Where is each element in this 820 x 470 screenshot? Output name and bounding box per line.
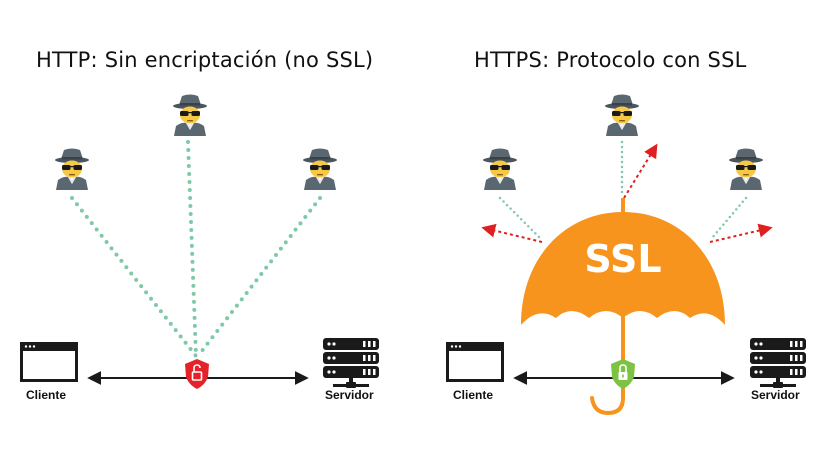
https-panel: SSL — [446, 94, 806, 416]
http-title: HTTP: Sin encriptación (no SSL) — [36, 48, 374, 72]
server-label-right: Servidor — [751, 388, 800, 402]
deflected-arrow-left — [481, 223, 543, 243]
server-icon — [323, 338, 379, 388]
spy-icon-center — [173, 94, 207, 136]
spy-icon-right — [729, 148, 763, 190]
deflected-arrow-center — [623, 143, 658, 199]
client-label-left: Cliente — [26, 388, 67, 402]
client-browser-icon — [446, 342, 504, 382]
server-label-left: Servidor — [325, 388, 374, 402]
leak-trail-center — [186, 140, 198, 358]
spy-icon-center — [605, 94, 639, 136]
spy-icon-left — [55, 148, 89, 190]
locked-shield-icon — [611, 359, 635, 389]
spy-icon-left — [483, 148, 517, 190]
leak-attempt-left — [498, 196, 542, 240]
client-browser-icon — [20, 342, 78, 382]
ssl-label: SSL — [584, 237, 661, 281]
deflected-arrow-right — [709, 223, 773, 243]
leak-trail-right — [196, 196, 322, 358]
client-label-right: Cliente — [453, 388, 494, 402]
unlocked-shield-icon — [185, 359, 209, 389]
leak-attempt-right — [710, 196, 748, 240]
http-panel — [20, 94, 379, 389]
spy-icon-right — [303, 148, 337, 190]
https-title: HTTPS: Protocolo con SSL — [474, 48, 747, 72]
ssl-umbrella-icon — [521, 198, 725, 416]
server-icon — [750, 338, 806, 388]
leak-trail-left — [70, 196, 198, 358]
